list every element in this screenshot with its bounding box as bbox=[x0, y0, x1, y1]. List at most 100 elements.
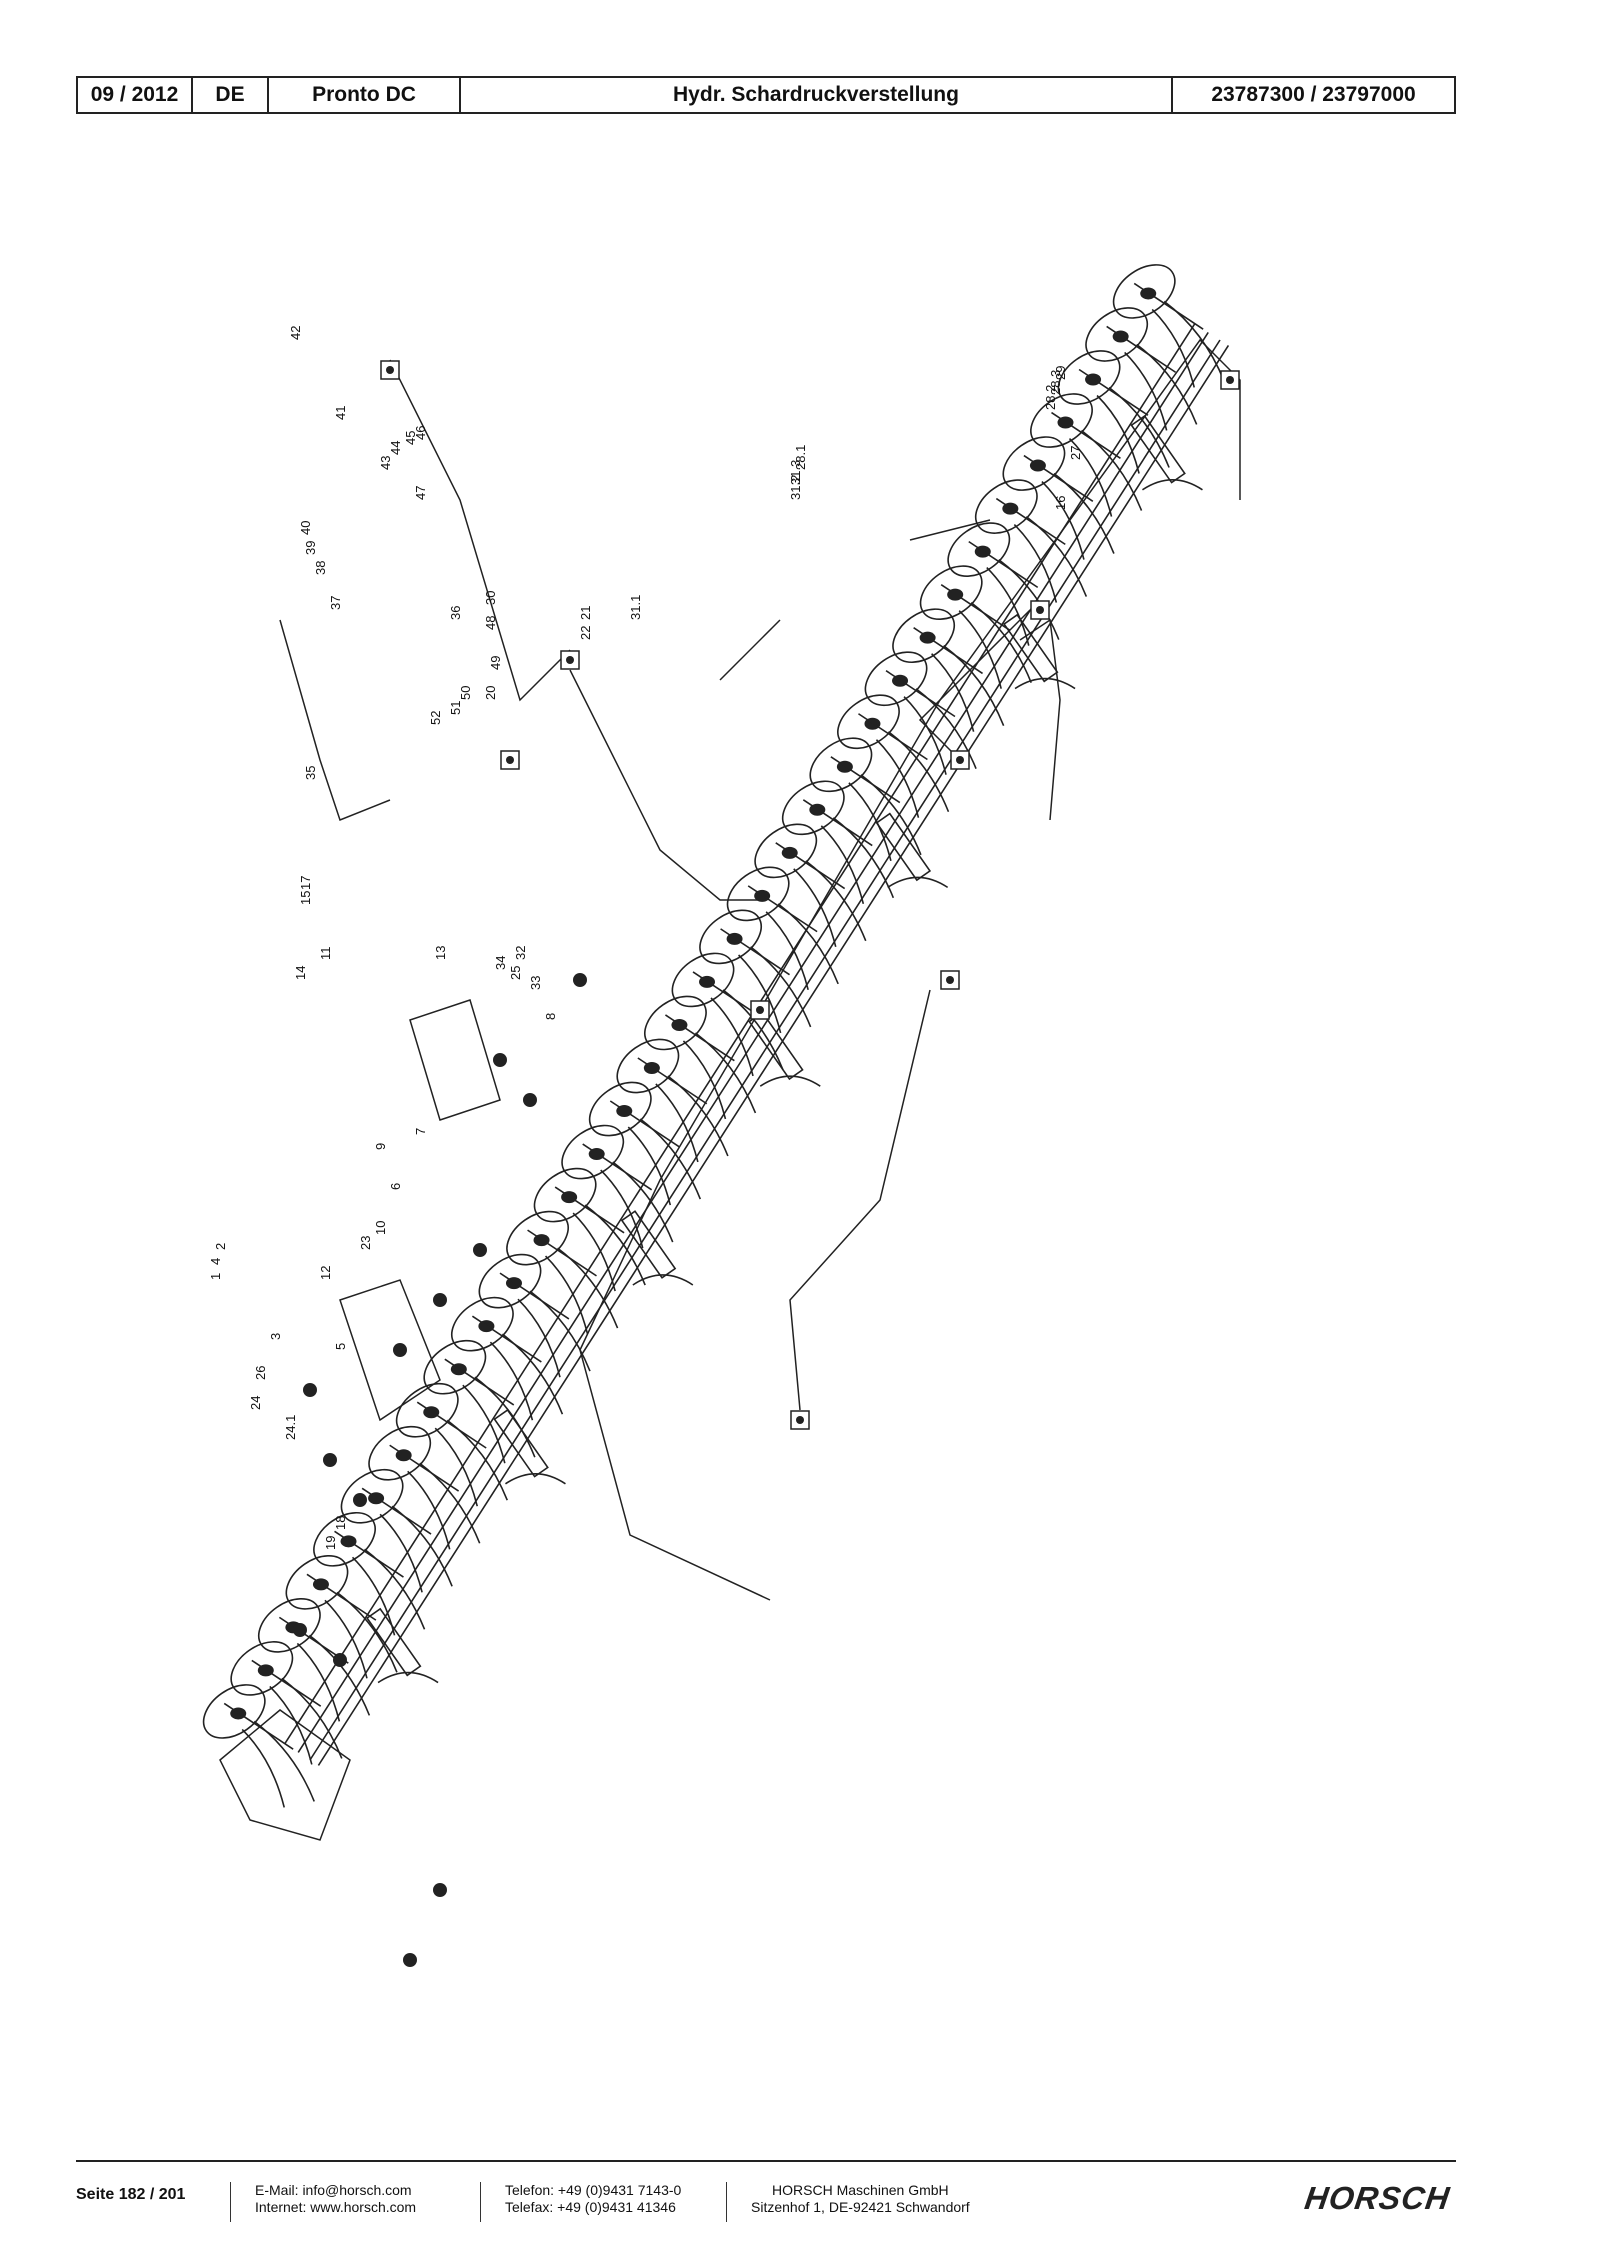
callout-label: 17 bbox=[298, 876, 313, 890]
coulter-disc-unit bbox=[395, 1382, 508, 1507]
callout-label: 51 bbox=[448, 701, 463, 715]
footer-contact-phone: Telefon: +49 (0)9431 7143-0 Telefax: +49… bbox=[480, 2182, 681, 2222]
horsch-logo: HORSCH bbox=[1302, 2180, 1453, 2216]
callout-label: 39 bbox=[303, 541, 318, 555]
pressure-ram bbox=[1002, 613, 1076, 690]
header-model: Pronto DC bbox=[269, 78, 461, 112]
coulter-disc-unit bbox=[1057, 350, 1170, 474]
pressure-ram bbox=[365, 1607, 439, 1684]
callout-label: 44 bbox=[388, 441, 403, 455]
pressure-ram bbox=[620, 1210, 694, 1286]
callout-label: 15 bbox=[298, 891, 313, 905]
footer-email: E-Mail: info@horsch.com bbox=[255, 2182, 412, 2198]
callout-label: 45 bbox=[403, 431, 418, 445]
coulter-disc-unit bbox=[809, 737, 922, 861]
hydraulic-lines bbox=[219, 338, 1241, 1967]
callout-label: 14 bbox=[293, 966, 308, 980]
callout-label: 19 bbox=[323, 1536, 338, 1550]
footer-rule bbox=[76, 2160, 1456, 2162]
callout-label: 9 bbox=[373, 1143, 388, 1150]
callout-label: 28.2 bbox=[1043, 385, 1058, 410]
footer-contact-web: E-Mail: info@horsch.com Internet: www.ho… bbox=[230, 2182, 416, 2222]
coulter-disc-unit bbox=[478, 1253, 591, 1378]
callout-label: 20 bbox=[483, 686, 498, 700]
callout-label: 23 bbox=[358, 1236, 373, 1250]
callout-label: 24 bbox=[248, 1396, 263, 1410]
coulter-disc-unit bbox=[202, 1684, 315, 1808]
callout-label: 1 bbox=[208, 1273, 223, 1280]
callout-label: 47 bbox=[413, 486, 428, 500]
callout-label: 33 bbox=[528, 976, 543, 990]
coulter-disc-unit bbox=[616, 1038, 729, 1163]
drawing-svg: 4241434445464740393837363048495051523520… bbox=[202, 264, 1241, 1967]
callout-label: 37 bbox=[328, 596, 343, 610]
callout-label: 50 bbox=[458, 686, 473, 700]
callout-label: 41 bbox=[333, 406, 348, 420]
coulter-disc-unit bbox=[451, 1296, 564, 1421]
callout-label: 42 bbox=[288, 326, 303, 340]
callout-label: 32 bbox=[513, 946, 528, 960]
callout-label: 46 bbox=[413, 426, 428, 440]
callout-label: 36 bbox=[448, 606, 463, 620]
pressure-ram bbox=[875, 812, 949, 889]
callout-label: 10 bbox=[373, 1221, 388, 1235]
coulter-disc-unit bbox=[1030, 393, 1143, 517]
footer-fax: Telefax: +49 (0)9431 41346 bbox=[505, 2199, 676, 2215]
coulter-disc-unit bbox=[837, 694, 950, 818]
callout-label: 12 bbox=[318, 1266, 333, 1280]
callout-label: 31.3 bbox=[788, 460, 803, 485]
callout-label: 52 bbox=[428, 711, 443, 725]
callout-label: 22 bbox=[578, 626, 593, 640]
callout-label: 38 bbox=[313, 561, 328, 575]
callout-label: 43 bbox=[378, 456, 393, 470]
page-number: Seite 182 / 201 bbox=[76, 2186, 186, 2203]
callout-label: 8 bbox=[543, 1013, 558, 1020]
callout-label: 40 bbox=[298, 521, 313, 535]
callout-label: 3 bbox=[268, 1333, 283, 1340]
coulter-disc-unit bbox=[368, 1425, 481, 1550]
coulter-disc-unit bbox=[1002, 436, 1115, 560]
callout-label: 24.1 bbox=[283, 1415, 298, 1440]
implement-frame-illustration bbox=[202, 264, 1230, 1808]
coulter-disc-unit bbox=[285, 1554, 398, 1679]
coulter-disc-unit bbox=[561, 1124, 674, 1249]
callout-label: 49 bbox=[488, 656, 503, 670]
callout-label: 18 bbox=[333, 1516, 348, 1530]
header-title: Hydr. Schardruckverstellung bbox=[461, 78, 1173, 112]
callout-label: 27 bbox=[1068, 446, 1083, 460]
coulter-disc-unit bbox=[313, 1511, 426, 1636]
coulter-disc-unit bbox=[423, 1339, 536, 1464]
footer-address: Sitzenhof 1, DE-92421 Schwandorf bbox=[751, 2199, 970, 2215]
callout-labels: 4241434445464740393837363048495051523520… bbox=[208, 326, 1083, 1550]
coulter-disc-unit bbox=[506, 1210, 619, 1335]
callout-label: 31.1 bbox=[628, 595, 643, 620]
header-date: 09 / 2012 bbox=[78, 78, 193, 112]
coulter-disc-unit bbox=[754, 823, 867, 948]
header-language: DE bbox=[193, 78, 269, 112]
callout-label: 25 bbox=[508, 966, 523, 980]
callout-label: 16 bbox=[1053, 496, 1068, 510]
coulter-disc-unit bbox=[699, 909, 812, 1034]
callout-label: 31.2 bbox=[788, 475, 803, 500]
callout-label: 48 bbox=[483, 616, 498, 630]
callout-label: 5 bbox=[333, 1343, 348, 1350]
callout-label: 30 bbox=[483, 591, 498, 605]
callout-label: 7 bbox=[413, 1128, 428, 1135]
callout-label: 11 bbox=[318, 947, 333, 961]
callout-label: 35 bbox=[303, 766, 318, 780]
callout-label: 34 bbox=[493, 956, 508, 970]
callout-label: 13 bbox=[433, 946, 448, 960]
coulter-disc-unit bbox=[1085, 307, 1198, 431]
callout-label: 28.3 bbox=[1048, 370, 1063, 395]
callout-label: 29 bbox=[1053, 366, 1068, 380]
callout-label: 6 bbox=[388, 1183, 403, 1190]
callout-label: 4 bbox=[208, 1258, 223, 1265]
callout-label: 26 bbox=[253, 1366, 268, 1380]
header-part-numbers: 23787300 / 23797000 bbox=[1211, 83, 1416, 106]
coulter-disc-unit bbox=[1112, 264, 1225, 388]
footer-internet: Internet: www.horsch.com bbox=[255, 2199, 417, 2215]
pressure-ram bbox=[1130, 414, 1203, 491]
callout-label: 21 bbox=[578, 606, 593, 620]
footer: Seite 182 / 201 E-Mail: info@horsch.com … bbox=[76, 2180, 1456, 2232]
